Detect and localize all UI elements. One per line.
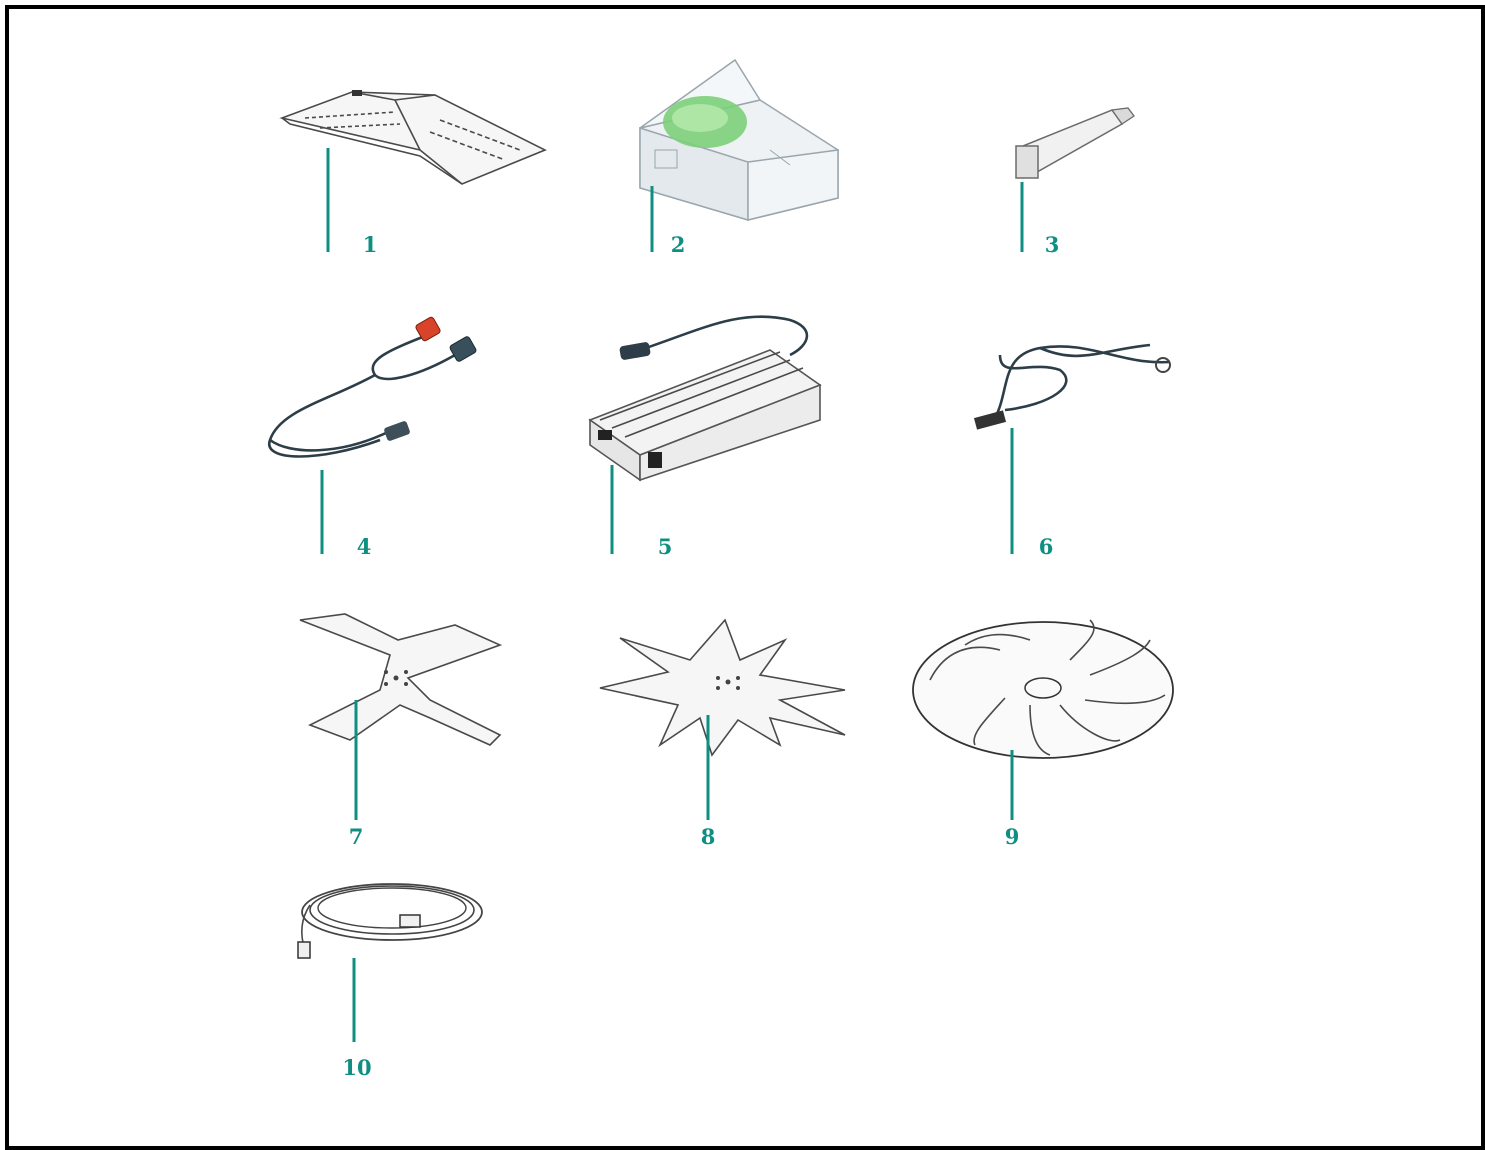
part-number-4: 4 [357, 534, 372, 559]
boxed-kit-icon [640, 60, 838, 220]
manual-icon [282, 90, 545, 184]
part-number-7: 7 [349, 824, 364, 849]
part-number-3: 3 [1045, 232, 1060, 257]
disc-blade-icon [913, 620, 1173, 758]
part-number-10: 10 [342, 1055, 371, 1080]
four-point-blade-icon [300, 614, 500, 745]
power-cord-icon [974, 345, 1170, 430]
part-number-5: 5 [658, 534, 673, 559]
part-number-8: 8 [701, 824, 716, 849]
connection-cable-icon [269, 316, 477, 456]
power-supply-icon [590, 317, 820, 480]
part-number-6: 6 [1039, 534, 1054, 559]
part-number-2: 2 [671, 232, 686, 257]
part-number-9: 9 [1005, 824, 1020, 849]
part-number-1: 1 [363, 232, 378, 257]
boundary-wire-icon [298, 884, 482, 958]
grease-tube-icon [1016, 108, 1134, 178]
star-blade-icon [600, 620, 845, 755]
